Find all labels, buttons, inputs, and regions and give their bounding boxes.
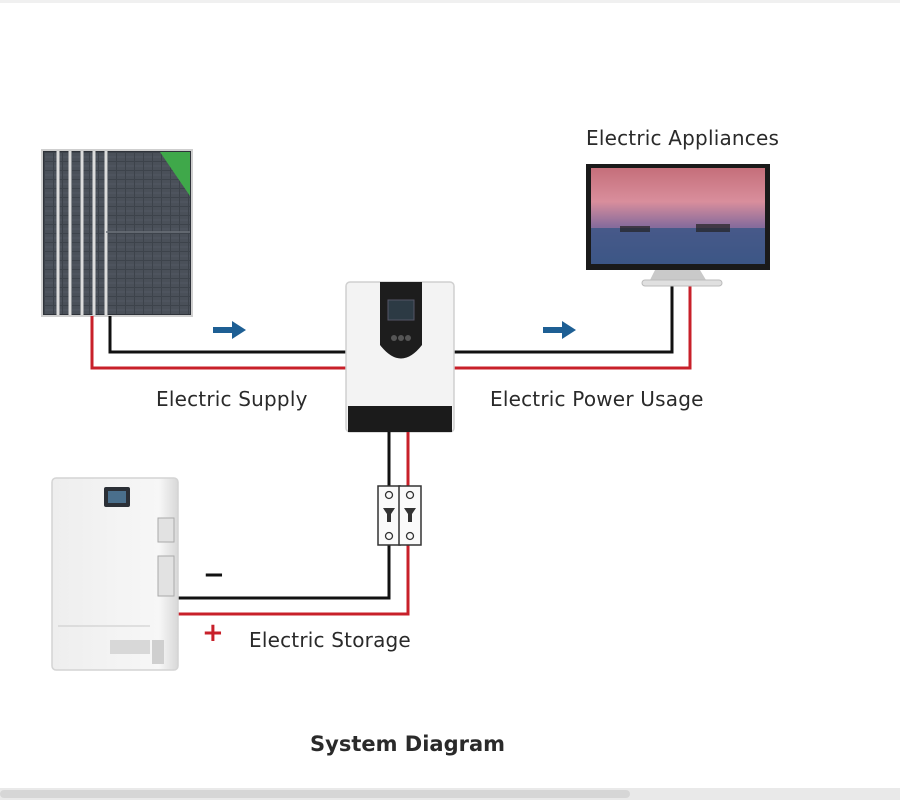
storage-wires bbox=[178, 432, 410, 616]
label-usage: Electric Power Usage bbox=[490, 387, 704, 411]
label-supply: Electric Supply bbox=[156, 387, 308, 411]
top-edge bbox=[0, 0, 900, 3]
breaker-switch bbox=[377, 485, 422, 546]
tv-appliance bbox=[586, 164, 770, 287]
horizontal-scrollbar[interactable] bbox=[0, 788, 900, 800]
usage-wires bbox=[452, 286, 692, 370]
negative-terminal-sign: − bbox=[203, 560, 225, 590]
label-appliances: Electric Appliances bbox=[586, 126, 780, 150]
solar-panels bbox=[41, 149, 193, 317]
positive-terminal-sign: + bbox=[202, 618, 224, 648]
diagram-title: System Diagram bbox=[310, 732, 506, 756]
arrow-icon-usage bbox=[543, 321, 576, 339]
label-storage: Electric Storage bbox=[249, 628, 411, 652]
arrow-icon-supply bbox=[213, 321, 246, 339]
scrollbar-thumb[interactable] bbox=[0, 790, 630, 798]
supply-wires bbox=[90, 316, 348, 370]
inverter bbox=[345, 281, 455, 433]
battery-storage bbox=[51, 477, 179, 671]
